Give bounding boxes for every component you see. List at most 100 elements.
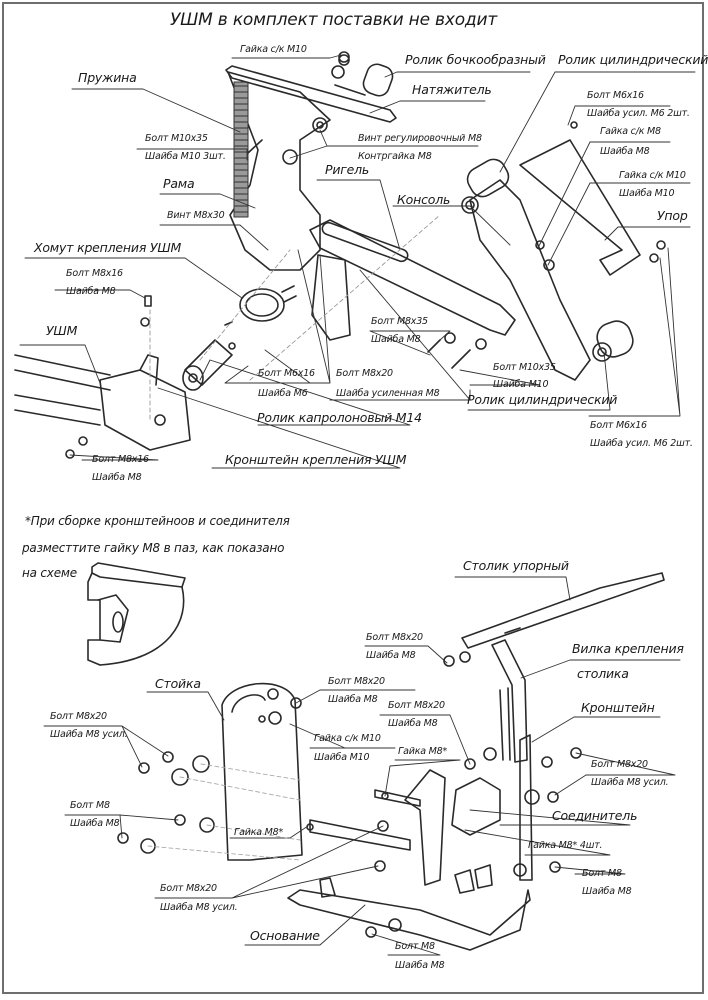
label-bolt-m6x16-r2: Болт М6х16: [590, 420, 647, 431]
label-washer-m10-b: Шайба М10: [493, 379, 549, 390]
lower-assembly-art: [117, 572, 665, 951]
label-grinder-bracket: Кронштейн крепления УШМ: [225, 452, 407, 467]
label-washer-m8-c: Шайба М8: [388, 718, 438, 729]
cyl-roller-bottom-part: [592, 320, 634, 362]
label-bolt-m8x20-t: Болт М8х20: [366, 632, 423, 643]
label-washer-m10-r: Шайба М10: [619, 188, 675, 199]
label-bolt-m8-r: Болт М8: [582, 868, 622, 879]
label-base: Основание: [250, 928, 320, 943]
label-connector: Соединитель: [552, 808, 638, 823]
clamp-part: [239, 285, 297, 322]
label-nut-m8-star-2: Гайка М8*: [234, 827, 284, 838]
label-stop: Упор: [657, 208, 688, 223]
rigel-slot: [321, 221, 409, 263]
upper-assembly-art: [14, 51, 666, 459]
label-washer-m10: Шайба М10: [314, 752, 370, 763]
tensioner-arm: [225, 65, 397, 123]
label-washer-m8-usil-r: Шайба М8 усил.: [591, 777, 669, 788]
label-tensioner: Натяжитель: [412, 82, 492, 97]
spring-part: [233, 81, 249, 218]
label-cyl-roller-top: Ролик цилиндрический: [558, 52, 708, 67]
label-nut-m10: Гайка с/к М10: [314, 733, 381, 744]
upper-leaders: [19, 54, 696, 469]
label-washer-m8-usil-l: Шайба М8 усил.: [50, 729, 128, 740]
label-bolt-m6x16-l: Болт М6х16: [258, 368, 315, 379]
label-table: Столик упорный: [463, 558, 569, 573]
stop-part: [519, 139, 641, 276]
label-bolt-m8x16-b: Болт М8х16: [92, 454, 149, 465]
label-nut-m10-top: Гайка с/к М10: [240, 44, 307, 55]
label-washer-m6: Шайба М6: [258, 388, 308, 399]
label-post: Стойка: [155, 676, 201, 691]
label-bolt-m8x20: Болт М8х20: [336, 368, 393, 379]
label-bolt-m8x35: Болт М8х35: [371, 316, 428, 327]
lower-fasteners: [117, 651, 582, 938]
console-part: [469, 179, 591, 381]
label-nut-m8-star: Гайка М8*: [398, 746, 448, 757]
label-bolt-m8x16-a: Болт М8х16: [66, 268, 123, 279]
label-console: Консоль: [397, 192, 451, 207]
label-clamp: Хомут крепления УШМ: [34, 240, 182, 255]
label-adj-screw: Винт регулировочный М8: [358, 133, 482, 144]
lower-leaders: [43, 576, 681, 956]
label-bolt-m8-b: Болт М8: [395, 941, 435, 952]
label-screw-m8x30: Винт М8х30: [167, 210, 225, 221]
bracket-block-part: [311, 254, 351, 341]
label-bolt-m6x16-r1: Болт М6х16: [587, 90, 644, 101]
table-fork-part: [491, 639, 528, 763]
bracket-part: [519, 734, 533, 881]
label-bolt-m8x20-b: Болт М8х20: [160, 883, 217, 894]
table-part: [461, 572, 665, 649]
note-line-2: разместтите гайку М8 в паз, как показано: [22, 541, 285, 555]
label-bolt-m8x20-r: Болт М8х20: [591, 759, 648, 770]
drawing-title: УШМ в комплект поставки не входит: [170, 10, 498, 30]
label-locknut: Контргайка М8: [358, 151, 432, 162]
label-grinder: УШМ: [46, 323, 78, 338]
post-part: [221, 682, 303, 861]
label-washer-m8-r: Шайба М8: [582, 886, 632, 897]
inner-bracket-part: [404, 769, 446, 886]
nylon-roller-part: [182, 339, 233, 391]
note-line-3: на схеме: [22, 566, 77, 580]
label-cyl-roller-bottom: Ролик цилиндрический: [467, 392, 618, 407]
label-washer-m8-l: Шайба М8: [70, 818, 120, 829]
label-washer-m10-3: Шайба М10 3шт.: [145, 151, 226, 162]
label-bolt-m8x20-c: Болт М8х20: [388, 700, 445, 711]
label-nut-m8-r: Гайка с/к М8: [600, 126, 661, 137]
label-nylon-roller: Ролик капролоновый М14: [257, 410, 422, 425]
label-washer-m8-r: Шайба М8: [600, 146, 650, 157]
label-barrel-roller: Ролик бочкообразный: [405, 52, 546, 67]
label-nut-m10-r: Гайка с/к М10: [619, 170, 686, 181]
label-washer-m8-c: Шайба М8: [92, 472, 142, 483]
label-washer-m6-r2: Шайба усил. М6 2шт.: [590, 438, 693, 449]
label-bolt-m8x20-p: Болт М8х20: [328, 676, 385, 687]
label-bolt-m10x35-l: Болт М10х35: [145, 133, 208, 144]
label-washer-m8-b: Шайба М8: [395, 960, 445, 971]
rigel-part: [309, 219, 516, 336]
label-washer-m8-b: Шайба М8: [371, 334, 421, 345]
label-washer-m8-t: Шайба М8: [366, 650, 416, 661]
connector-part: [451, 777, 501, 836]
label-washer-m8-a: Шайба М8: [66, 286, 116, 297]
label-rigel: Ригель: [325, 162, 370, 177]
label-bolt-m10x35-r: Болт М10х35: [493, 362, 556, 373]
label-bolt-m8-l: Болт М8: [70, 800, 110, 811]
label-nut-m8-4pcs: Гайка М8* 4шт.: [528, 840, 603, 851]
cyl-roller-top-part: [461, 158, 510, 214]
upper-fasteners: [65, 51, 666, 459]
label-table-fork-1: Вилка крепления: [572, 641, 684, 656]
label-table-fork-2: столика: [577, 666, 629, 681]
label-washer-m6-r1: Шайба усил. М6 2шт.: [587, 108, 690, 119]
label-washer-m8-usil-b: Шайба М8 усил.: [160, 902, 238, 913]
label-washer-m8-p: Шайба М8: [328, 694, 378, 705]
barrel-roller-part: [331, 54, 394, 97]
note-line-1: *При сборке кронштейноов и соединителя: [25, 514, 290, 528]
nut-slot-sketch: [87, 562, 186, 666]
label-bolt-m8x20-l: Болт М8х20: [50, 711, 107, 722]
label-washer-m8-reinf: Шайба усиленная М8: [336, 388, 440, 399]
label-spring: Пружина: [78, 70, 137, 85]
base-part: [287, 889, 531, 951]
label-bracket: Кронштейн: [581, 700, 655, 715]
